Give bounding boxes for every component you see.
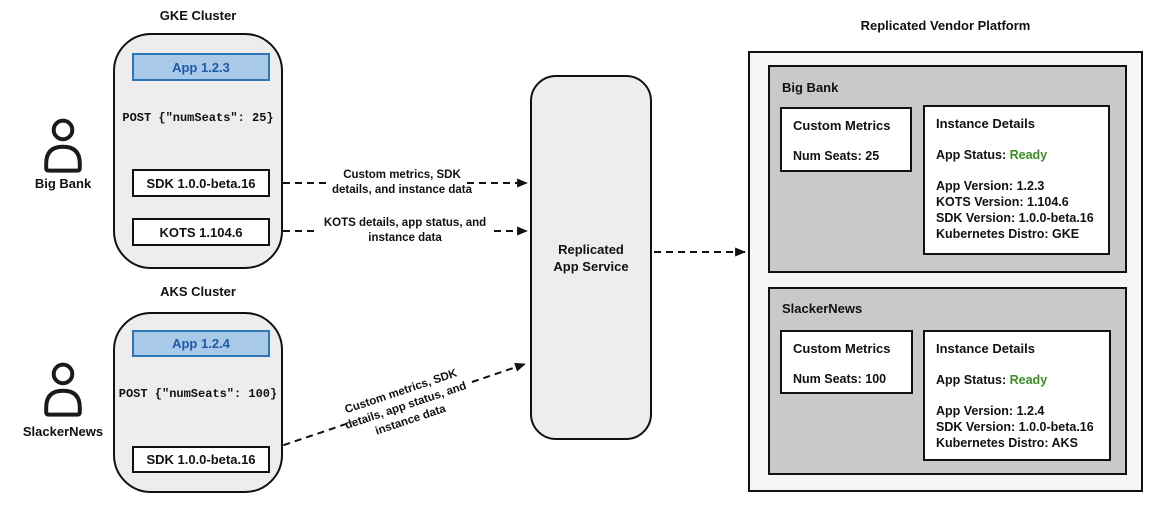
big-bank-instance-details-card: Instance Details App Status: Ready App V… (923, 105, 1110, 255)
detail-line: KOTS Version: 1.104.6 (936, 195, 1069, 209)
gke-post-label: POST {"numSeats": 25} (122, 111, 274, 125)
app-status-label: App Status: (936, 373, 1007, 387)
user-label-slackernews: SlackerNews (22, 424, 104, 439)
user-slackernews (40, 360, 86, 423)
detail-line: Kubernetes Distro: AKS (936, 436, 1078, 450)
app-status-value: Ready (1009, 148, 1048, 162)
gke-cluster-title: GKE Cluster (159, 8, 237, 23)
app-status-line: App Status: Ready (936, 148, 1100, 162)
panel-name-slackernews: SlackerNews (782, 301, 863, 316)
instance-details-title: Instance Details (936, 116, 1035, 131)
person-icon (44, 118, 82, 173)
instance-details-title: Instance Details (936, 341, 1035, 356)
instance-detail-lines: App Version: 1.2.3 KOTS Version: 1.104.6… (936, 178, 1100, 242)
gke-sdk-box: SDK 1.0.0-beta.16 (132, 169, 270, 197)
custom-metrics-title: Custom Metrics (793, 341, 891, 356)
gke-kots-arrow-label: KOTS details, app status, and instance d… (316, 216, 494, 246)
detail-line: App Version: 1.2.4 (936, 404, 1045, 418)
user-big-bank (40, 116, 86, 179)
platform-title: Replicated Vendor Platform (860, 18, 1031, 33)
aks-sdk-arrow-label: Custom metrics, SDK details, app status,… (319, 359, 493, 455)
user-label-big-bank: Big Bank (34, 176, 92, 191)
label-line: instance data (368, 232, 442, 244)
custom-metrics-title: Custom Metrics (793, 118, 891, 133)
aks-app-box: App 1.2.4 (132, 330, 270, 357)
gke-kots-box: KOTS 1.104.6 (132, 218, 270, 246)
person-icon (44, 362, 82, 417)
label-line: details, and instance data (332, 184, 472, 196)
aks-cluster-title: AKS Cluster (160, 284, 236, 299)
aks-sdk-box: SDK 1.0.0-beta.16 (132, 446, 270, 473)
detail-line: Kubernetes Distro: GKE (936, 227, 1080, 241)
detail-line: SDK Version: 1.0.0-beta.16 (936, 211, 1094, 225)
gke-sdk-arrow-label: Custom metrics, SDK details, and instanc… (322, 168, 482, 198)
app-status-value: Ready (1009, 373, 1048, 387)
detail-line: App Version: 1.2.3 (936, 179, 1045, 193)
num-seats-value: Num Seats: 25 (793, 149, 880, 163)
label-line: Custom metrics, SDK (343, 169, 461, 181)
replicated-app-service: Replicated App Service (530, 75, 652, 440)
aks-post-label: POST {"numSeats": 100} (118, 387, 278, 401)
service-label: Replicated App Service (553, 241, 629, 274)
big-bank-custom-metrics-card: Custom Metrics Num Seats: 25 (780, 107, 912, 172)
app-status-label: App Status: (936, 148, 1007, 162)
app-status-line: App Status: Ready (936, 373, 1101, 387)
panel-name-big-bank: Big Bank (782, 80, 839, 95)
gke-app-box: App 1.2.3 (132, 53, 270, 81)
instance-detail-lines: App Version: 1.2.4 SDK Version: 1.0.0-be… (936, 403, 1101, 451)
num-seats-value: Num Seats: 100 (793, 372, 887, 386)
slackernews-custom-metrics-card: Custom Metrics Num Seats: 100 (780, 330, 913, 394)
slackernews-instance-details-card: Instance Details App Status: Ready App V… (923, 330, 1111, 461)
label-line: KOTS details, app status, and (323, 217, 487, 229)
detail-line: SDK Version: 1.0.0-beta.16 (936, 420, 1094, 434)
